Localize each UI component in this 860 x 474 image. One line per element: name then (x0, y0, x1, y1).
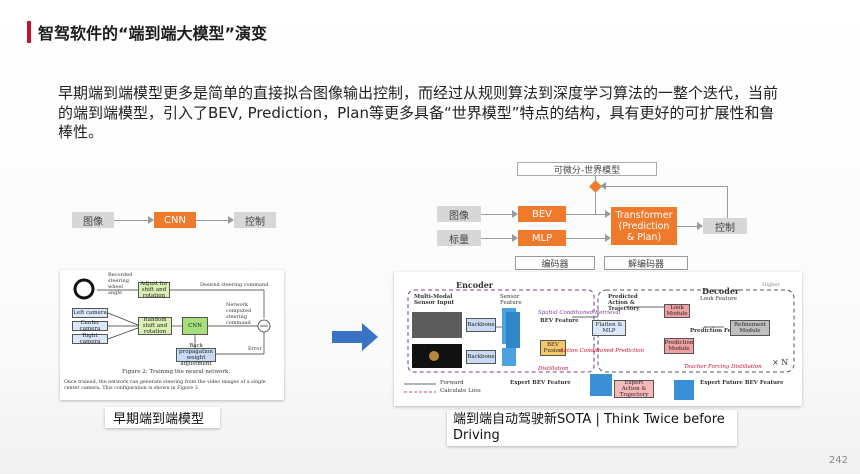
arrow-icon (605, 234, 611, 242)
thinktwice-figure: Encoder Decoder Multi-Modal Sensor Input… (394, 272, 802, 406)
flow-mlp: MLP (518, 230, 566, 246)
arrow-icon (228, 216, 234, 224)
arrow-icon (605, 210, 611, 218)
look-feature-label: Look Feature (700, 296, 738, 302)
flow-connector (595, 191, 596, 215)
backbone-box-2: Backbone (466, 350, 496, 364)
flow-input-image-2: 图像 (437, 206, 481, 222)
decoder-label: 解编码器 (604, 256, 688, 270)
arrow-icon (512, 234, 518, 242)
arrow-icon (512, 210, 518, 218)
figure-caption: Figure 2: Training the neural network. (122, 369, 231, 375)
error-label: Error (248, 346, 262, 352)
calc-loss-legend: Calculate Loss (440, 388, 481, 394)
bev-feature-label: BEV Feature (540, 318, 579, 324)
times-n-label: × N (772, 358, 789, 367)
world-model-label: 可微分-世界模型 (517, 162, 657, 176)
encoder-label: 编码器 (515, 256, 595, 270)
page-title: 智驾软件的“端到端大模型”演变 (38, 24, 268, 43)
flow-connector (566, 238, 610, 239)
body-paragraph: 早期端到端模型更多是简单的直接拟合图像输出控制，而经过从规则算法到深度学习算法的… (58, 84, 779, 141)
arrow-icon (600, 182, 606, 190)
flow-transformer: Transformer (Prediction & Plan) (611, 207, 677, 245)
expert-action-box: Expert Action & Trajectory (614, 380, 654, 398)
flow-output-control: 控制 (234, 212, 276, 228)
expert-bev-label: Expert BEV Feature (510, 380, 571, 386)
random-shift-box: Random shift and rotation (138, 317, 172, 335)
title-accent-bar (27, 21, 31, 43)
flow-connector (481, 238, 515, 239)
flow-connector (677, 226, 701, 227)
flow-connector (114, 220, 150, 221)
network-command-label: Network computed steering command (226, 302, 252, 326)
figure-footnote: Once trained, the network can generate s… (64, 380, 266, 391)
desired-label: Desired steering command (200, 282, 269, 288)
left-camera-box: Left camera (72, 308, 108, 318)
sensor-feature-label: Sensor Feature (500, 294, 522, 306)
early-e2e-caption: 早期端到端模型 (105, 407, 220, 428)
higher-label: Higher (762, 282, 780, 288)
flow-bev: BEV (518, 206, 566, 222)
flow-input-scalar: 标量 (437, 230, 481, 246)
encoder-title: Encoder (456, 280, 494, 290)
distillation-label: Distillation (538, 366, 569, 372)
page-number: 242 (828, 455, 848, 466)
bev-fusion-box: BEV Fusion (540, 340, 566, 356)
arrow-icon (697, 222, 703, 230)
flow-input-image: 图像 (72, 212, 114, 228)
flow-connector (566, 214, 610, 215)
right-arrow-icon (332, 323, 378, 351)
action-conditioned-label: Action Conditioned Prediction (560, 348, 645, 354)
right-camera-box: Right camera (72, 333, 108, 345)
backbone-box-1: Backbone (466, 318, 496, 332)
figure-frames (404, 289, 795, 400)
prediction-feature-label: Prediction Feature (690, 328, 748, 334)
cnn-box: CNN (182, 317, 208, 335)
spatial-retrieval-label: Spatial Conditioned Retrieval (538, 310, 621, 316)
predicted-action-label: Predicted Action & Trajectory (608, 294, 640, 312)
flow-connector (727, 186, 728, 218)
decoder-title: Decoder (702, 286, 740, 296)
early-e2e-figure: Recorded steering wheel angle Adjust for… (60, 270, 284, 400)
forward-legend: Forward (440, 380, 464, 386)
multi-modal-label: Multi-Modal Sensor Input (414, 294, 455, 306)
flow-cnn: CNN (154, 212, 196, 228)
teacher-forcing-label: Teacher Forcing Distillation (684, 364, 762, 370)
backprop-box: Back propagation weight adjustment (176, 343, 216, 367)
thinktwice-caption: 端到端自动驾驶新SOTA | Think Twice before Drivin… (447, 410, 737, 446)
flow-connector (595, 176, 596, 182)
center-camera-box: Center camera (72, 320, 108, 332)
expert-future-bev-label: Expert Future BEV Feature (700, 380, 784, 386)
refinement-module-box: Refinement Module (730, 320, 770, 336)
steering-label: Recorded steering wheel angle (108, 272, 133, 296)
look-module-box: Look Module (664, 304, 690, 318)
figure-connectors (73, 278, 271, 355)
flow-connector (600, 186, 728, 187)
flatten-mlp-box: Flatten & MLP (592, 320, 626, 336)
arrow-icon (148, 216, 154, 224)
adjust-box: Adjust for shift and rotation (138, 281, 170, 299)
flow-connector (481, 214, 515, 215)
flow-connector (196, 220, 230, 221)
prediction-module-box: Prediction Module (664, 338, 694, 354)
flow-output-control-2: 控制 (703, 218, 747, 234)
